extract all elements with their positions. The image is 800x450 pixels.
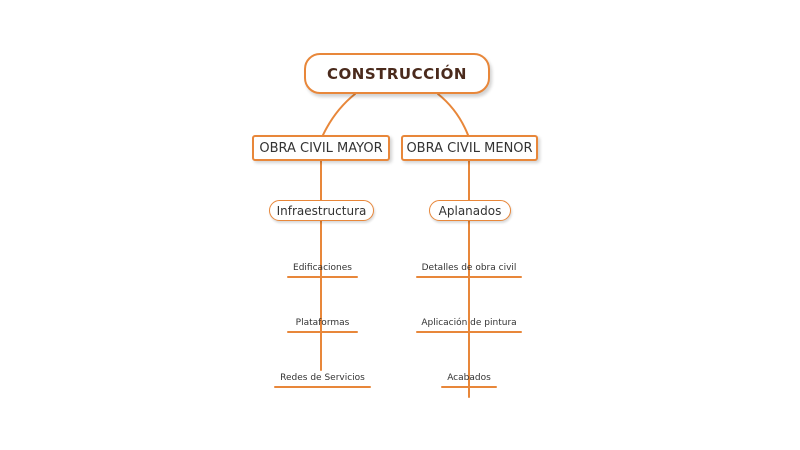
root-to-right-branch-line: [437, 93, 469, 136]
leaf-plataformas: Plataformas: [295, 318, 350, 328]
leaf-redes-de-servicios: Redes de Servicios: [280, 373, 365, 383]
root-node: CONSTRUCCIÓN: [304, 53, 490, 94]
sub-node-aplanados: Aplanados: [429, 200, 511, 221]
root-to-left-branch-line: [322, 93, 356, 136]
branch-node-obra-civil-menor: OBRA CIVIL MENOR: [401, 135, 538, 161]
leaf-detalles-de-obra-civil: Detalles de obra civil: [421, 263, 517, 273]
sub-node-infraestructura: Infraestructura: [269, 200, 374, 221]
leaf-acabados: Acabados: [447, 373, 491, 383]
leaf-edificaciones: Edificaciones: [293, 263, 352, 273]
branch-node-obra-civil-mayor: OBRA CIVIL MAYOR: [252, 135, 390, 161]
leaf-aplicacion-de-pintura: Aplicación de pintura: [421, 318, 517, 328]
